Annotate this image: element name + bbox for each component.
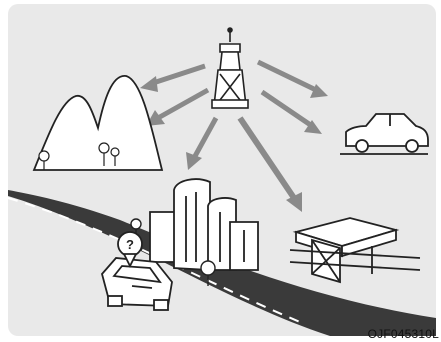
question-mark: ? [126,237,134,252]
figure-code-label: OJF045310L [368,327,439,341]
